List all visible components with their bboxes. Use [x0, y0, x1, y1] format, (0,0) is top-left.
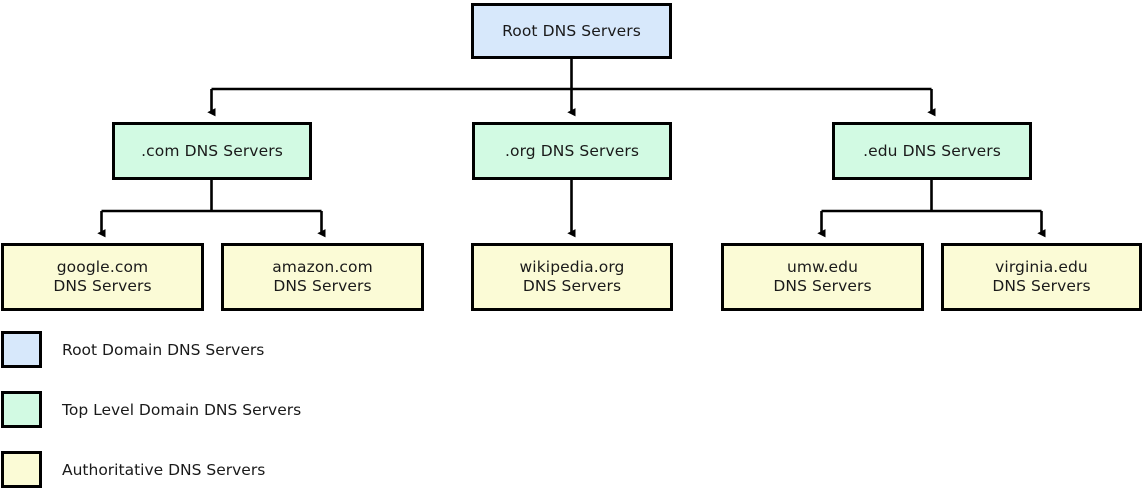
- node-label: wikipedia.org DNS Servers: [519, 258, 625, 295]
- legend-label-top-level-domain: Top Level Domain DNS Servers: [62, 401, 302, 419]
- node-label: virginia.edu DNS Servers: [992, 258, 1091, 295]
- node-label: amazon.com DNS Servers: [272, 258, 373, 295]
- node-label: .org DNS Servers: [504, 141, 640, 160]
- node-label: .com DNS Servers: [141, 141, 283, 160]
- legend-swatch-root-domain: [1, 331, 42, 368]
- node-wikipedia-org-dns-servers[interactable]: wikipedia.org DNS Servers: [471, 243, 673, 311]
- node-label: .edu DNS Servers: [863, 141, 1001, 160]
- node-umw-edu-dns-servers[interactable]: umw.edu DNS Servers: [721, 243, 924, 311]
- node-label: Root DNS Servers: [502, 21, 641, 40]
- node-root-dns-servers[interactable]: Root DNS Servers: [471, 3, 672, 59]
- node-edu-dns-servers[interactable]: .edu DNS Servers: [832, 122, 1032, 180]
- connector-com-to-children: [97, 180, 326, 238]
- node-label: umw.edu DNS Servers: [773, 258, 872, 295]
- connector-edu-to-children: [817, 180, 1046, 238]
- node-org-dns-servers[interactable]: .org DNS Servers: [472, 122, 672, 180]
- node-google-com-dns-servers[interactable]: google.com DNS Servers: [1, 243, 204, 311]
- node-label: google.com DNS Servers: [53, 258, 152, 295]
- node-amazon-com-dns-servers[interactable]: amazon.com DNS Servers: [221, 243, 424, 311]
- legend-swatch-top-level-domain: [1, 391, 42, 428]
- connector-root-to-tld-bus: [211, 59, 932, 91]
- legend-swatch-authoritative: [1, 451, 42, 488]
- node-virginia-edu-dns-servers[interactable]: virginia.edu DNS Servers: [941, 243, 1142, 311]
- legend-label-authoritative: Authoritative DNS Servers: [62, 461, 266, 479]
- node-com-dns-servers[interactable]: .com DNS Servers: [112, 122, 312, 180]
- legend-label-root-domain: Root Domain DNS Servers: [62, 341, 265, 359]
